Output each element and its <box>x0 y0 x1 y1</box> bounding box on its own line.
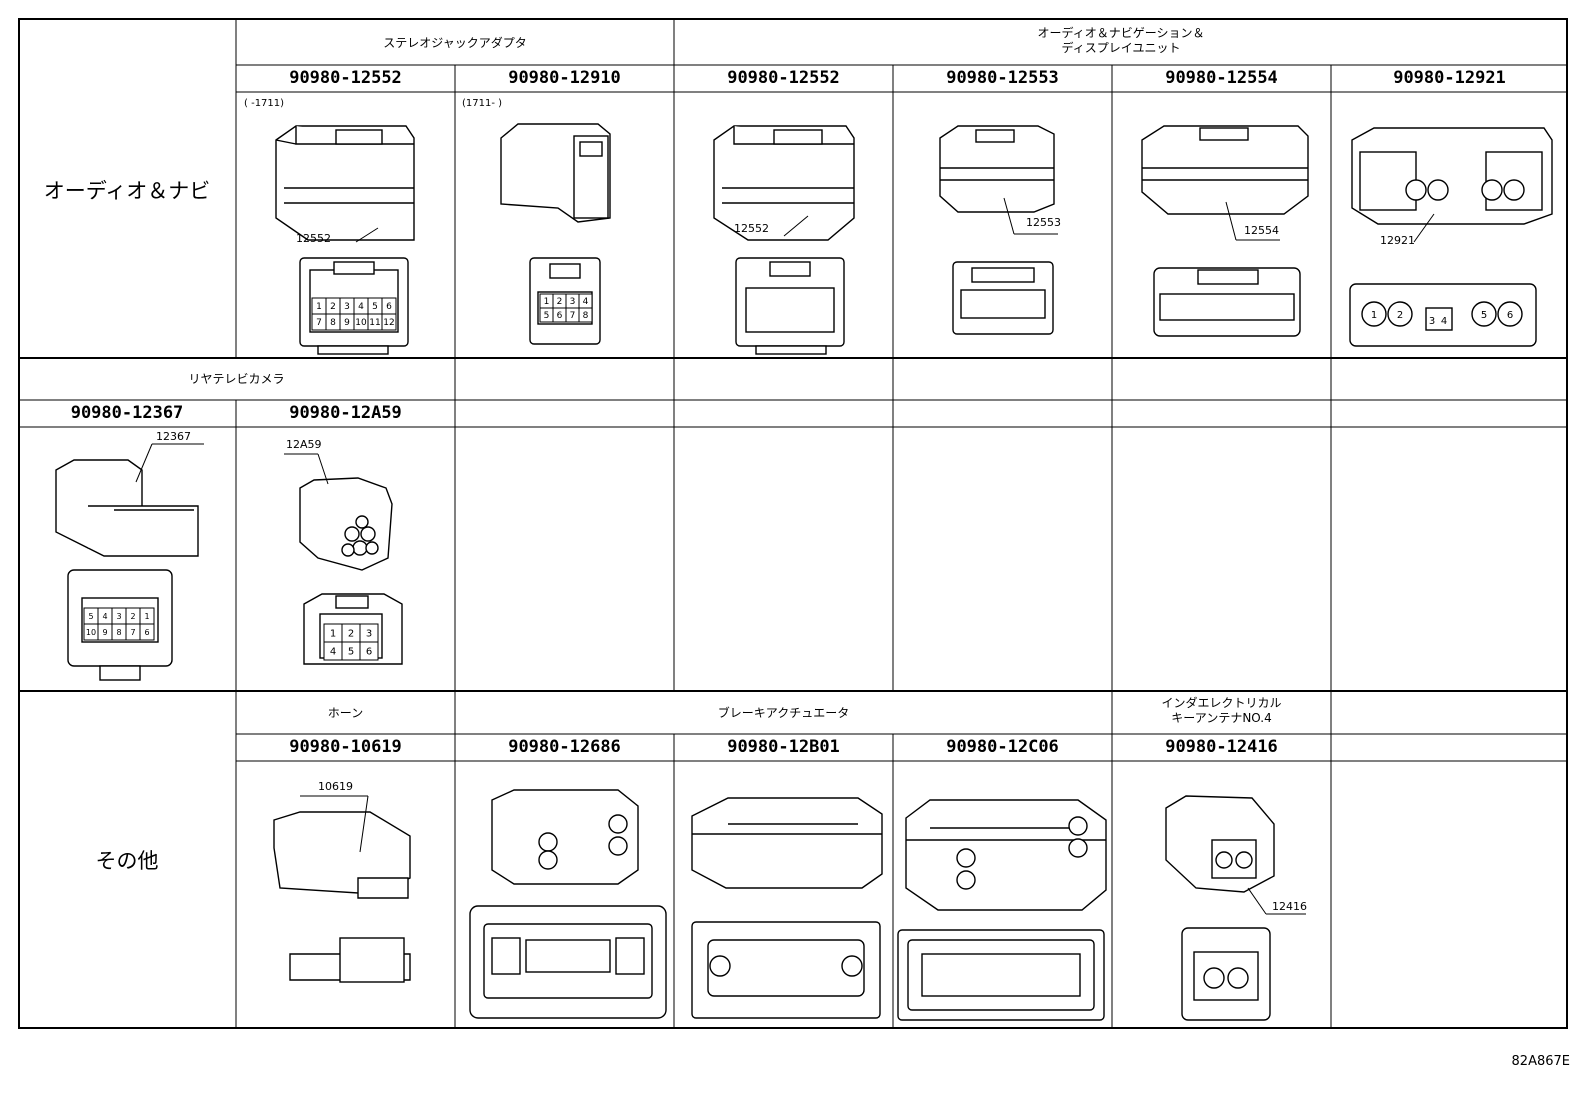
part-number-c4: 90980-12B01 <box>727 737 840 757</box>
pin-number: 4 <box>358 302 364 312</box>
label-b1: 12367 <box>156 430 191 443</box>
pin-number: 11 <box>369 318 380 328</box>
pin-number: 5 <box>544 311 550 321</box>
pin-grid-b2: 1 2 3 4 5 6 <box>323 623 379 661</box>
connector-drawing-c5 <box>897 799 1107 1021</box>
part-number-a1: 90980-12552 <box>289 68 402 88</box>
pin-number: 8 <box>583 311 589 321</box>
part-number-c2: 90980-10619 <box>289 737 402 757</box>
row-label-other: その他 <box>95 849 159 873</box>
pin-number: 1 <box>1371 310 1377 321</box>
pin-number: 3 <box>344 302 350 312</box>
connector-drawing-c6 <box>1165 795 1275 1021</box>
note-a1: ( -1711) <box>244 98 285 109</box>
caption-key-antenna: インダエレクトリカル キーアンテナNO.4 <box>1161 696 1282 725</box>
connector-sheet: オーディオ＆ナビ その他 ステレオジャックアダプタ オーディオ＆ナビゲーション＆… <box>18 18 1568 1046</box>
pin-number: 9 <box>344 318 350 328</box>
pin-number: 4 <box>102 612 107 621</box>
pin-number: 2 <box>130 612 135 621</box>
pin-number: 4 <box>583 297 589 307</box>
pin-number: 7 <box>130 628 135 637</box>
caption-rear-camera: リヤテレビカメラ <box>188 372 285 386</box>
connector-drawing-c3 <box>469 789 667 1019</box>
pin-number: 3 <box>1429 316 1435 327</box>
pin-number: 3 <box>366 629 372 640</box>
pin-number: 5 <box>372 302 378 312</box>
part-number-a3: 90980-12552 <box>727 68 840 88</box>
part-number-c3: 90980-12686 <box>508 737 621 757</box>
pin-number: 1 <box>316 302 322 312</box>
part-number-a4: 90980-12553 <box>946 68 1059 88</box>
label-a4: 12553 <box>1026 216 1061 229</box>
pin-number: 6 <box>557 311 563 321</box>
pin-cell <box>578 307 593 323</box>
label-a1: 12552 <box>296 232 331 245</box>
connector-drawing-a6 <box>1349 127 1553 347</box>
label-a3: 12552 <box>734 222 769 235</box>
connector-drawing-a5 <box>1141 125 1309 337</box>
pin-number: 9 <box>102 628 107 637</box>
pin-number: 6 <box>144 628 149 637</box>
pin-number: 3 <box>570 297 576 307</box>
pin-cell <box>359 641 379 661</box>
pin-number: 7 <box>570 311 576 321</box>
pin-number: 8 <box>330 318 336 328</box>
part-number-c6: 90980-12416 <box>1165 737 1278 757</box>
pin-number: 5 <box>1481 310 1487 321</box>
note-a2: (1711- ) <box>462 98 503 109</box>
pin-number: 12 <box>383 318 394 328</box>
pin-number: 5 <box>88 612 93 621</box>
label-c6: 12416 <box>1272 900 1307 913</box>
connector-drawing-a3 <box>713 125 855 355</box>
table-grid <box>18 18 1568 1029</box>
part-number-a6: 90980-12921 <box>1393 68 1506 88</box>
pin-number: 6 <box>386 302 392 312</box>
label-a6: 12921 <box>1380 234 1415 247</box>
pin-number: 2 <box>348 629 354 640</box>
pin-number: 10 <box>355 318 367 328</box>
pin-number: 8 <box>116 628 121 637</box>
pin-number: 6 <box>1507 310 1513 321</box>
figure-code: 82A867E <box>1511 1054 1570 1069</box>
pin-number: 2 <box>330 302 336 312</box>
part-number-b1: 90980-12367 <box>70 403 184 423</box>
pin-number: 1 <box>144 612 149 621</box>
pin-cell <box>381 313 397 331</box>
pin-number: 3 <box>116 612 121 621</box>
pin-number: 4 <box>330 647 336 658</box>
caption-stereo: ステレオジャックアダプタ <box>383 36 527 50</box>
label-c2: 10619 <box>318 780 353 793</box>
pin-number: 5 <box>348 647 354 658</box>
part-number-c5: 90980-12C06 <box>946 737 1059 757</box>
connector-drawing-c2 <box>273 811 411 983</box>
caption-horn: ホーン <box>327 706 364 720</box>
connector-drawing-a4 <box>939 125 1055 335</box>
pin-number: 2 <box>1397 310 1403 321</box>
pin-number: 1 <box>544 297 550 307</box>
part-number-b2: 90980-12A59 <box>289 403 402 423</box>
part-number-a5: 90980-12554 <box>1165 68 1278 88</box>
pin-number: 10 <box>86 628 96 637</box>
pin-number: 2 <box>557 297 563 307</box>
part-number-a2: 90980-12910 <box>508 68 621 88</box>
caption-brake: ブレーキアクチュエータ <box>717 706 850 720</box>
pin-number: 4 <box>1441 316 1447 327</box>
caption-audio-navi-display: オーディオ＆ナビゲーション＆ ディスプレイユニット <box>1037 26 1205 55</box>
label-a5: 12554 <box>1244 224 1279 237</box>
pin-number: 6 <box>366 647 372 658</box>
pin-number: 1 <box>330 629 336 640</box>
row-label-audio: オーディオ＆ナビ <box>43 179 211 203</box>
pin-cell <box>139 623 155 641</box>
pin-number: 7 <box>316 318 322 328</box>
connector-drawing-c4 <box>691 797 883 1019</box>
label-b2: 12A59 <box>286 438 322 451</box>
